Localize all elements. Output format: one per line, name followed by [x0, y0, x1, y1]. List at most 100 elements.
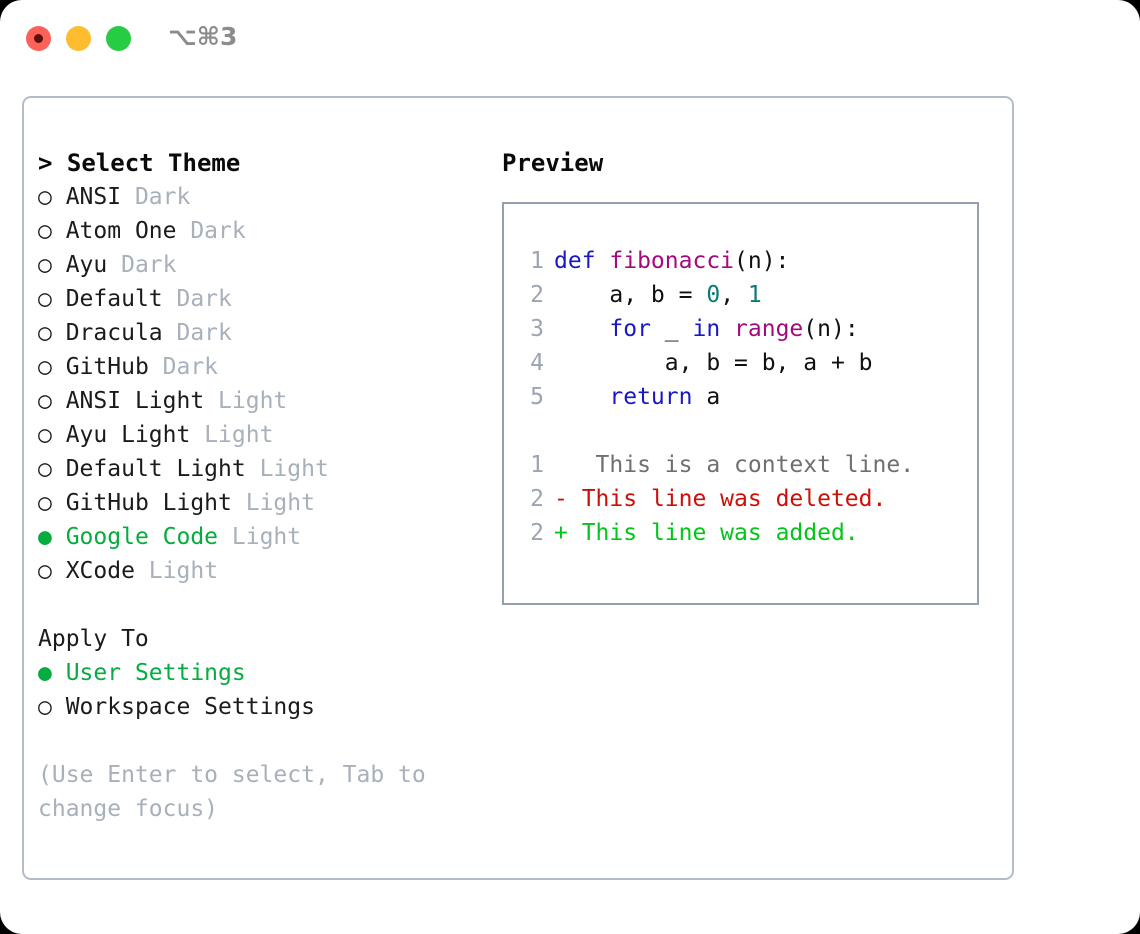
- code-token: range: [734, 316, 804, 342]
- radio-unselected-icon: ○: [38, 388, 52, 414]
- maximize-button[interactable]: [106, 26, 131, 51]
- line-number: 2: [530, 486, 544, 512]
- radio-unselected-icon: ○: [38, 456, 52, 482]
- radio-unselected-icon: ○: [38, 354, 52, 380]
- apply-to-option-label: Workspace Settings: [51, 694, 315, 720]
- diff-text: This is a context line.: [567, 452, 915, 478]
- diff-line: 2 + This line was added.: [522, 516, 977, 550]
- theme-option-label: Ayu: [51, 252, 108, 278]
- theme-variant-tag: Light: [190, 422, 274, 448]
- code-token: a, b = b, a + b: [554, 350, 873, 376]
- theme-option-label: XCode: [51, 558, 135, 584]
- line-number: 2: [530, 520, 544, 546]
- apply-to-option-list[interactable]: ● User Settings○ Workspace Settings: [38, 656, 488, 724]
- theme-option[interactable]: ○ Dracula Dark: [38, 316, 488, 350]
- code-token: (n):: [734, 248, 790, 274]
- theme-option[interactable]: ○ Ayu Dark: [38, 248, 488, 282]
- theme-option[interactable]: ○ Default Light Light: [38, 452, 488, 486]
- radio-unselected-icon: ○: [38, 558, 52, 584]
- select-theme-heading: > Select Theme: [38, 149, 241, 177]
- code-token: fibonacci: [609, 248, 735, 274]
- theme-option[interactable]: ● Google Code Light: [38, 520, 488, 554]
- close-button[interactable]: [26, 26, 51, 51]
- preview-heading: Preview: [502, 149, 604, 177]
- apply-to-option[interactable]: ○ Workspace Settings: [38, 690, 488, 724]
- code-token: for: [609, 316, 651, 342]
- theme-variant-tag: Light: [218, 524, 302, 550]
- diff-line: 1 This is a context line.: [522, 448, 977, 482]
- keyboard-shortcut-label: ⌥⌘3: [168, 22, 238, 51]
- theme-option[interactable]: ○ XCode Light: [38, 554, 488, 588]
- radio-selected-icon: ●: [38, 660, 52, 686]
- radio-selected-icon: ●: [38, 524, 52, 550]
- theme-option-label: Dracula: [51, 320, 163, 346]
- theme-variant-tag: Light: [231, 490, 315, 516]
- theme-variant-tag: Dark: [176, 218, 246, 244]
- code-token: ,: [720, 282, 748, 308]
- diff-sign: -: [554, 486, 568, 512]
- theme-option-label: Google Code: [51, 524, 219, 550]
- diff-sign: +: [554, 520, 568, 546]
- theme-option-label: GitHub: [51, 354, 149, 380]
- window-controls: [26, 26, 131, 51]
- main-panel: > Select Theme ○ ANSI Dark○ Atom One Dar…: [22, 96, 1014, 880]
- theme-option-label: Default: [51, 286, 163, 312]
- line-number: 1: [530, 248, 544, 274]
- line-number: 1: [530, 452, 544, 478]
- code-token: [554, 316, 609, 342]
- theme-option[interactable]: ○ GitHub Light Light: [38, 486, 488, 520]
- diff-line: 2- This line was deleted.: [522, 482, 977, 516]
- theme-option-list[interactable]: ○ ANSI Dark○ Atom One Dark○ Ayu Dark○ De…: [38, 180, 488, 588]
- minimize-button[interactable]: [66, 26, 91, 51]
- code-line: 4 a, b = b, a + b: [522, 346, 977, 380]
- radio-unselected-icon: ○: [38, 184, 52, 210]
- code-token: a, b =: [554, 282, 707, 308]
- diff-sign: [554, 452, 568, 478]
- code-token: [720, 316, 734, 342]
- theme-option-label: ANSI: [51, 184, 122, 210]
- keyboard-hint-text: (Use Enter to select, Tab to change focu…: [38, 762, 440, 822]
- code-token: in: [692, 316, 721, 342]
- code-token: a: [692, 384, 721, 410]
- radio-unselected-icon: ○: [38, 286, 52, 312]
- theme-option-label: Ayu Light: [51, 422, 191, 448]
- code-line: 1 def fibonacci(n):: [522, 244, 977, 278]
- diff-text: This line was added.: [567, 520, 859, 546]
- apply-to-heading: Apply To: [38, 626, 149, 652]
- code-token: _: [650, 316, 693, 342]
- line-number: 4: [530, 350, 544, 376]
- line-number: 3: [530, 316, 544, 342]
- code-token: 1: [747, 282, 762, 308]
- theme-option[interactable]: ○ Ayu Light Light: [38, 418, 488, 452]
- code-token: [554, 384, 609, 410]
- radio-unselected-icon: ○: [38, 320, 52, 346]
- theme-option-label: ANSI Light: [51, 388, 205, 414]
- title-bar: ⌥⌘3: [0, 0, 1140, 78]
- theme-option[interactable]: ○ ANSI Dark: [38, 180, 488, 214]
- theme-option[interactable]: ○ Atom One Dark: [38, 214, 488, 248]
- code-token: (n):: [803, 316, 859, 342]
- theme-option[interactable]: ○ ANSI Light Light: [38, 384, 488, 418]
- apply-to-option[interactable]: ● User Settings: [38, 656, 488, 690]
- diff-text: This line was deleted.: [567, 486, 887, 512]
- theme-variant-tag: Dark: [162, 286, 232, 312]
- code-token: return: [609, 384, 693, 410]
- radio-unselected-icon: ○: [38, 252, 52, 278]
- code-line: 2 a, b = 0, 1: [522, 278, 977, 312]
- theme-option[interactable]: ○ Default Dark: [38, 282, 488, 316]
- theme-variant-tag: Dark: [107, 252, 177, 278]
- code-token: def: [554, 248, 610, 274]
- radio-unselected-icon: ○: [38, 694, 52, 720]
- theme-option[interactable]: ○ GitHub Dark: [38, 350, 488, 384]
- code-diff-separator: [522, 414, 977, 448]
- radio-unselected-icon: ○: [38, 218, 52, 244]
- theme-option-label: Default Light: [51, 456, 246, 482]
- line-number: 2: [530, 282, 544, 308]
- radio-unselected-icon: ○: [38, 422, 52, 448]
- theme-variant-tag: Dark: [148, 354, 219, 380]
- theme-variant-tag: Light: [245, 456, 329, 482]
